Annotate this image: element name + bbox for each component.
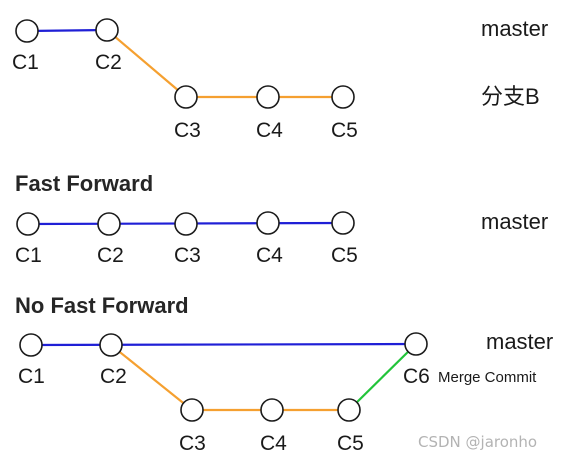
commit-label-c2: C2 [95, 51, 122, 74]
commit-label-c2: C2 [97, 244, 124, 267]
branch-label-b: 分支B [481, 84, 540, 109]
commit-label-c4: C4 [260, 432, 287, 455]
branch-label-master: master [481, 209, 548, 234]
commit-node-c1 [19, 333, 43, 357]
commit-node-c4 [256, 85, 280, 109]
commit-label-c1: C1 [15, 244, 42, 267]
commit-node-c5 [331, 211, 355, 235]
commit-label-c5: C5 [331, 244, 358, 267]
edge-c2-c3 [110, 344, 193, 411]
edge-master-line [30, 342, 417, 347]
watermark: CSDN @jaronho [418, 433, 537, 451]
branch-label-master: master [481, 16, 548, 41]
commit-label-c4: C4 [256, 119, 283, 142]
diagram-no-fast-forward: No Fast Forward C1 C2 C3 C4 C5 C6 Merge … [15, 293, 553, 455]
edge-c5-c6-merge [348, 343, 417, 411]
commit-node-c1 [16, 212, 40, 236]
commit-label-c4: C4 [256, 244, 283, 267]
commit-node-c4 [260, 398, 284, 422]
commit-node-c5 [331, 85, 355, 109]
commit-label-c5: C5 [331, 119, 358, 142]
commit-node-c5 [337, 398, 361, 422]
commit-label-c2: C2 [100, 365, 127, 388]
commit-label-c1: C1 [12, 51, 39, 74]
diagram-branch: C1 C2 C3 C4 C5 master 分支B [12, 16, 548, 142]
commit-node-c4 [256, 211, 280, 235]
commit-label-c3: C3 [174, 119, 201, 142]
no-fast-forward-title: No Fast Forward [15, 293, 189, 318]
diagram-fast-forward: Fast Forward C1 C2 C3 C4 C5 master [15, 171, 548, 267]
branch-label-master: master [486, 329, 553, 354]
commit-node-c3 [174, 212, 198, 236]
commit-label-c3: C3 [179, 432, 206, 455]
fast-forward-title: Fast Forward [15, 171, 153, 196]
edge-c2-c3 [106, 29, 187, 98]
commit-node-c3 [180, 398, 204, 422]
commit-node-c2 [99, 333, 123, 357]
commit-node-c2 [95, 18, 119, 42]
commit-node-c1 [15, 19, 39, 43]
commit-label-c5: C5 [337, 432, 364, 455]
commit-label-c6: C6 [403, 365, 430, 388]
merge-commit-label: Merge Commit [438, 369, 537, 386]
edge-c1-c2 [26, 28, 108, 33]
commit-node-c3 [174, 85, 198, 109]
commit-node-c6 [404, 332, 428, 356]
commit-node-c2 [97, 212, 121, 236]
commit-label-c3: C3 [174, 244, 201, 267]
commit-label-c1: C1 [18, 365, 45, 388]
